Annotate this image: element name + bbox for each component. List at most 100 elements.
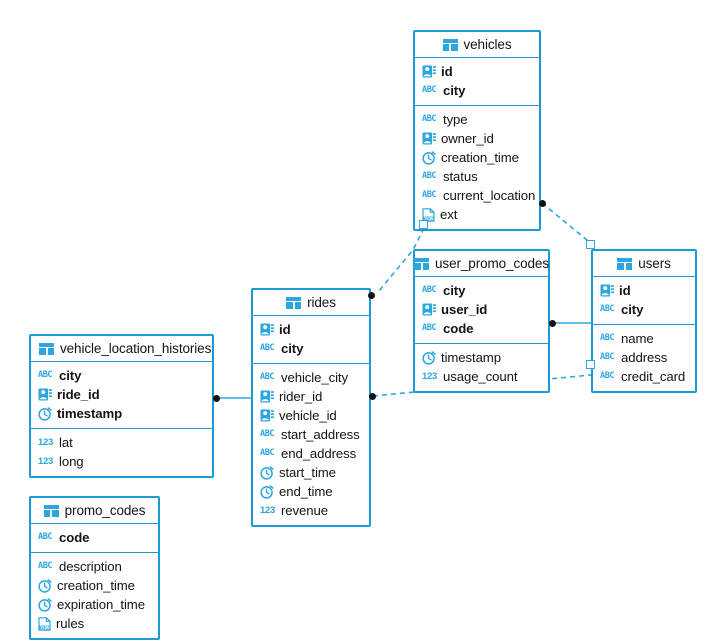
table-header-vehicles[interactable]: vehicles	[415, 32, 539, 58]
table-header-vehicle_location_histories[interactable]: vehicle_location_histories	[31, 336, 212, 362]
field-label: vehicle_id	[279, 408, 337, 423]
field-label: credit_card	[621, 369, 686, 384]
field-label: code	[443, 321, 474, 336]
field-label: name	[621, 331, 654, 346]
field-label: start_address	[281, 427, 360, 442]
field-rides-vehicle_id[interactable]: vehicle_id	[253, 406, 369, 425]
field-label: city	[443, 283, 466, 298]
clock-icon	[38, 578, 52, 593]
table-icon	[442, 38, 458, 51]
field-label: revenue	[281, 503, 328, 518]
field-label: creation_time	[57, 578, 135, 593]
id-icon	[422, 132, 436, 145]
field-vehicle_location_histories-timestamp[interactable]: timestamp	[31, 404, 212, 423]
field-label: lat	[59, 435, 73, 450]
abc-icon: ABC	[260, 448, 275, 458]
abc-icon: ABC	[38, 561, 53, 571]
relationship-many-endpoint	[368, 292, 375, 299]
field-user_promo_codes-user_id[interactable]: user_id	[415, 300, 548, 319]
field-vehicle_location_histories-ride_id[interactable]: ride_id	[31, 385, 212, 404]
field-label: city	[59, 368, 82, 383]
field-label: ride_id	[57, 387, 100, 402]
table-header-users[interactable]: users	[593, 251, 695, 277]
field-label: end_address	[281, 446, 357, 461]
relationship-one-endpoint	[586, 360, 595, 369]
relationship-many-endpoint	[549, 320, 556, 327]
clock-icon	[38, 406, 52, 421]
123-icon: 123	[422, 371, 437, 382]
abc-icon: ABC	[422, 190, 437, 200]
field-label: city	[281, 341, 304, 356]
id-icon	[600, 284, 614, 297]
table-header-promo_codes[interactable]: promo_codes	[31, 498, 158, 524]
id-icon	[260, 409, 274, 422]
columns-section-promo_codes: ABC description creation_time expiration_ti…	[31, 553, 158, 638]
field-label: description	[59, 559, 122, 574]
table-header-rides[interactable]: rides	[253, 290, 369, 316]
abc-icon: ABC	[422, 285, 437, 295]
field-promo_codes-expiration_time[interactable]: expiration_time	[31, 595, 158, 614]
json-icon: JSON	[422, 207, 435, 222]
table-title: vehicle_location_histories	[60, 341, 212, 356]
field-rides-start_time[interactable]: start_time	[253, 463, 369, 482]
field-rides-rider_id[interactable]: rider_id	[253, 387, 369, 406]
field-user_promo_codes-city[interactable]: ABC city	[415, 281, 548, 300]
abc-icon: ABC	[422, 323, 437, 333]
field-label: end_time	[279, 484, 333, 499]
table-header-user_promo_codes[interactable]: user_promo_codes	[414, 251, 549, 277]
field-rides-id[interactable]: id	[253, 320, 369, 339]
table-icon	[286, 296, 302, 309]
table-title: users	[638, 256, 671, 271]
field-users-id[interactable]: id	[593, 281, 695, 300]
field-label: user_id	[441, 302, 488, 317]
field-vehicles-id[interactable]: id	[415, 62, 539, 81]
abc-icon: ABC	[600, 352, 615, 362]
abc-icon: ABC	[38, 532, 53, 542]
field-vehicles-creation_time[interactable]: creation_time	[415, 148, 539, 167]
field-rides-end_address[interactable]: ABC end_address	[253, 444, 369, 463]
field-label: creation_time	[441, 150, 519, 165]
field-promo_codes-creation_time[interactable]: creation_time	[31, 576, 158, 595]
field-user_promo_codes-code[interactable]: ABC code	[415, 319, 548, 338]
svg-text:JSON: JSON	[423, 216, 434, 221]
field-promo_codes-description[interactable]: ABC description	[31, 557, 158, 576]
field-label: timestamp	[57, 406, 123, 421]
field-user_promo_codes-timestamp[interactable]: timestamp	[415, 348, 548, 367]
table-icon	[43, 504, 59, 517]
field-rides-end_time[interactable]: end_time	[253, 482, 369, 501]
abc-icon: ABC	[260, 372, 275, 382]
field-vehicles-owner_id[interactable]: owner_id	[415, 129, 539, 148]
field-label: long	[59, 454, 84, 469]
relationship-many-endpoint	[213, 395, 220, 402]
table-title: promo_codes	[64, 503, 146, 518]
field-label: id	[441, 64, 453, 79]
